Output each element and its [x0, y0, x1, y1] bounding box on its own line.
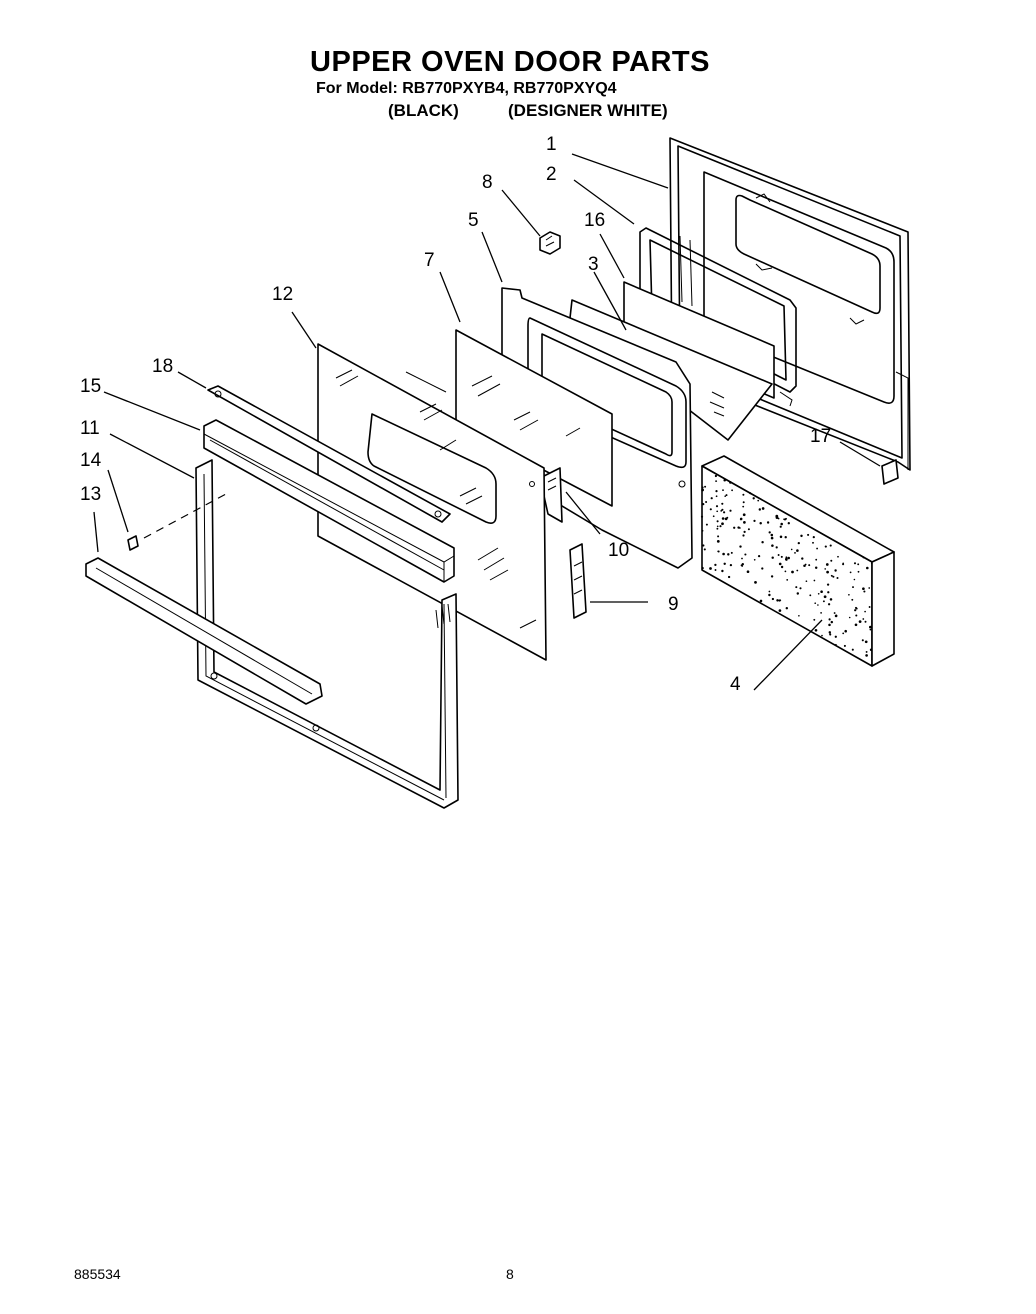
callout-11: 11	[80, 418, 100, 439]
callout-12: 12	[272, 284, 293, 305]
insulation-speckle	[700, 474, 873, 657]
callout-8: 8	[482, 172, 493, 193]
callout-numbers: 1 2 16 3 4 5 7 8 9 10 11 12 13 14 15 17 …	[80, 134, 831, 695]
part-12-outer-glass	[317, 343, 547, 661]
part-17-hinge-receptacle	[881, 459, 899, 485]
callout-18: 18	[152, 356, 173, 377]
part-10-retainer-channel	[539, 467, 563, 523]
callout-16: 16	[584, 210, 605, 231]
page-title: UPPER OVEN DOOR PARTS	[310, 46, 710, 78]
callout-15: 15	[80, 376, 101, 397]
callout-3: 3	[588, 254, 599, 275]
callout-2: 2	[546, 164, 557, 185]
callout-7: 7	[424, 250, 435, 271]
part-8-spacer-clip	[539, 231, 561, 255]
leader-lines	[93, 153, 881, 691]
callout-17: 17	[810, 426, 831, 447]
variant-white: (DESIGNER WHITE)	[508, 101, 668, 120]
alignment-line	[143, 493, 227, 539]
part-14-handle-clip	[127, 535, 139, 551]
part-15-handle-trim	[203, 419, 455, 583]
callout-1: 1	[546, 134, 557, 155]
callout-13: 13	[80, 484, 101, 505]
callout-9: 9	[668, 594, 679, 615]
part-4-insulation-block	[700, 455, 895, 667]
part-9-hinge-bracket	[569, 543, 587, 619]
callout-5: 5	[468, 210, 479, 231]
variant-black: (BLACK)	[388, 101, 459, 120]
part-11-door-frame	[195, 459, 459, 809]
part-13-door-handle	[85, 557, 323, 705]
callout-4: 4	[730, 674, 741, 695]
part-18-trim-strip	[207, 385, 451, 523]
part-3-glass-reflection	[709, 391, 725, 417]
document-number: 885534	[74, 1266, 121, 1282]
page-number: 8	[506, 1266, 514, 1282]
part-7-middle-glass	[455, 329, 613, 507]
callout-10: 10	[608, 540, 629, 561]
model-line: For Model: RB770PXYB4, RB770PXYQ4	[316, 80, 617, 97]
callout-14: 14	[80, 450, 102, 471]
